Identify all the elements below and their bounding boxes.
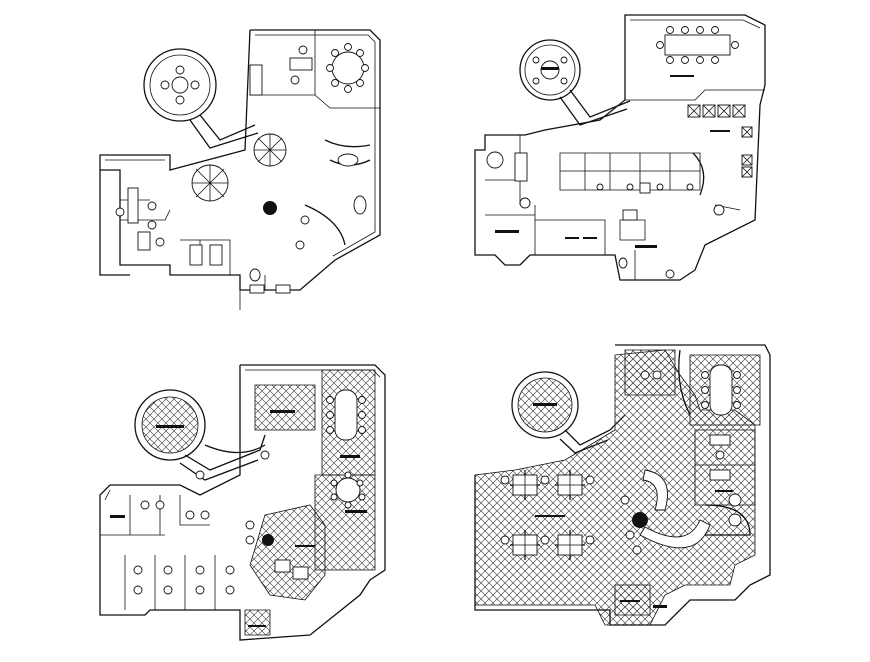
floor-plan-hatched-bottom-left <box>90 355 390 645</box>
floor-plan-fully-hatched-bottom-right <box>465 335 775 645</box>
floor-plan-annotated-top-right <box>465 5 775 290</box>
floor-plan-furniture-top-left <box>90 20 390 310</box>
